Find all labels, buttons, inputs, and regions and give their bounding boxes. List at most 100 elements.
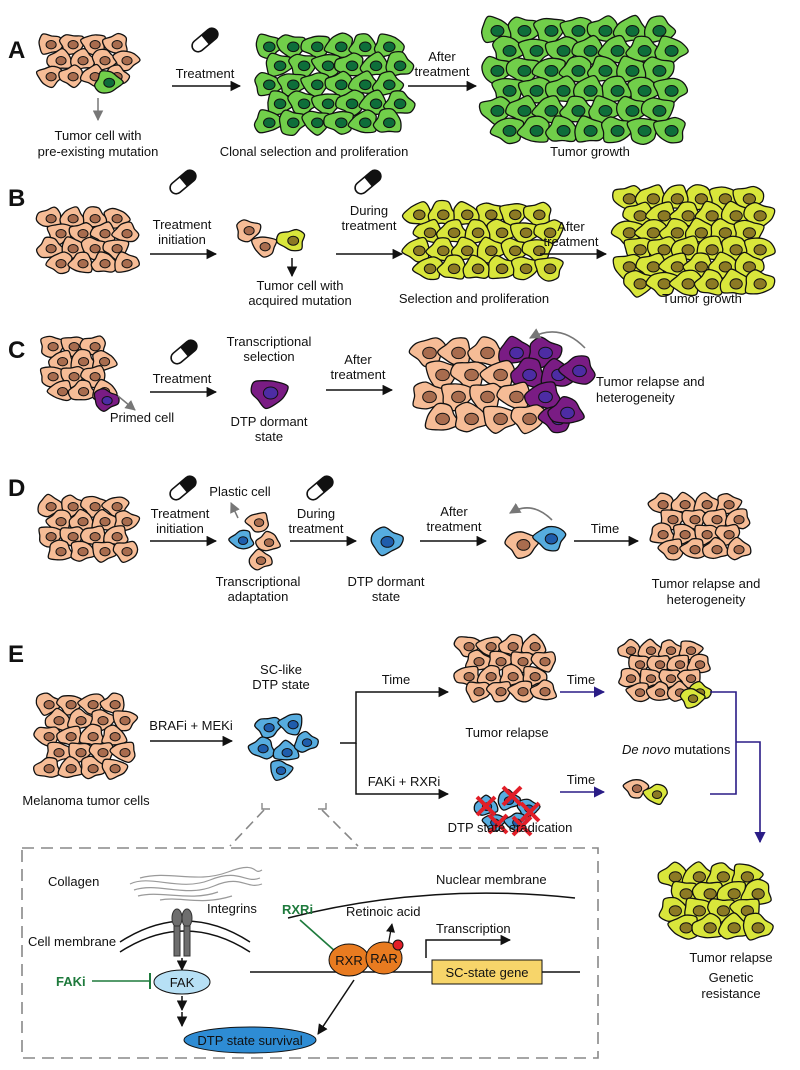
panel-letter-c: C <box>8 337 25 364</box>
cell-nucleus <box>507 642 519 652</box>
plastic-initial-cluster <box>37 493 141 564</box>
dtp-d-label-1: DTP dormant <box>347 574 424 589</box>
integrin-stalk <box>173 925 181 957</box>
dtp-plastic-cell <box>370 526 404 557</box>
cell-nucleus <box>423 263 437 275</box>
cell-nucleus <box>53 748 65 758</box>
cell-nucleus <box>657 500 669 510</box>
cell-nucleus <box>625 65 640 77</box>
branch-upper-arrow <box>340 686 450 744</box>
cell-nucleus <box>262 386 279 400</box>
cell-nucleus <box>447 263 461 275</box>
de-novo-mutations: mutations <box>670 742 730 757</box>
cell <box>547 396 585 424</box>
cell-nucleus <box>273 60 287 72</box>
cell <box>534 257 564 282</box>
cell <box>701 536 730 560</box>
cell-nucleus <box>733 545 745 555</box>
cell-nucleus <box>87 700 99 710</box>
cell-nucleus <box>538 390 553 404</box>
cell-nucleus <box>625 674 637 684</box>
arrow-b2-label-2: treatment <box>342 218 397 233</box>
cell-nucleus <box>657 244 671 256</box>
cell-nucleus <box>740 871 754 883</box>
cell-nucleus <box>670 261 684 273</box>
cell-nucleus <box>493 368 508 382</box>
eradication-cross-icon <box>511 815 533 837</box>
cell-nucleus <box>490 105 505 117</box>
panel-letter-b: B <box>8 185 25 212</box>
cell-nucleus <box>556 45 571 57</box>
cell <box>112 540 139 564</box>
cell-nucleus <box>57 357 69 367</box>
cell-nucleus <box>544 105 559 117</box>
melanoma-label: Melanoma tumor cells <box>22 793 150 808</box>
cell-nucleus <box>539 657 551 667</box>
cell-nucleus <box>369 98 383 110</box>
cell-nucleus <box>45 244 57 254</box>
cell-nucleus <box>297 60 311 72</box>
cell <box>616 55 649 83</box>
cell <box>359 51 389 76</box>
cell-nucleus <box>665 674 677 684</box>
cell-nucleus <box>598 65 613 77</box>
cell-nucleus <box>67 72 79 82</box>
cell-nucleus <box>517 687 529 697</box>
relapse-c-label-1: Tumor relapse and <box>596 374 705 389</box>
cell-nucleus <box>485 642 497 652</box>
cell-nucleus <box>103 77 116 88</box>
cell-nucleus <box>544 25 559 37</box>
cell-nucleus <box>560 406 575 420</box>
cell-nucleus <box>287 117 300 129</box>
cell-nucleus <box>694 193 708 205</box>
rxr-label: RXR <box>335 953 362 968</box>
cell <box>91 541 118 563</box>
cell-nucleus <box>451 390 466 404</box>
collagen-fiber <box>129 874 261 885</box>
cell <box>496 381 531 411</box>
cell-nucleus <box>633 278 647 290</box>
relapse-d-label-1: Tumor relapse and <box>652 576 761 591</box>
cell-nucleus <box>287 79 300 91</box>
clone-b-tumor-growth-cluster <box>610 184 776 298</box>
tumor-relapse-e-label: Tumor relapse <box>465 725 548 740</box>
cell <box>623 269 656 298</box>
cell-nucleus <box>517 657 529 667</box>
cell <box>726 536 752 561</box>
cell-nucleus <box>67 40 79 50</box>
cell <box>91 508 118 531</box>
relapse-c-label-2: heterogeneity <box>596 390 675 405</box>
cell-nucleus <box>711 515 723 525</box>
cell-nucleus <box>121 56 133 66</box>
cell-nucleus <box>383 117 396 129</box>
dtp-primed-cell <box>250 380 289 410</box>
cell-nucleus <box>556 85 571 97</box>
cell <box>293 730 319 753</box>
cell-nucleus <box>664 85 679 97</box>
transcription-arrow <box>425 934 512 958</box>
rar-node <box>365 941 403 975</box>
cell <box>347 70 379 95</box>
cell-nucleus <box>529 45 544 57</box>
zoom-line-right <box>321 809 359 847</box>
cell-nucleus <box>664 45 679 57</box>
cell-nucleus <box>435 412 450 426</box>
cell-nucleus <box>751 922 765 934</box>
cell-nucleus <box>533 245 546 257</box>
cell-nucleus <box>67 502 79 512</box>
rxri-label: RXRi <box>282 902 313 917</box>
cell-nucleus <box>625 25 640 37</box>
cell-nucleus <box>654 660 666 670</box>
clonal-selection-label: Clonal selection and proliferation <box>220 144 409 159</box>
cell-nucleus <box>544 65 559 77</box>
integrin-stalk <box>183 925 191 957</box>
cell <box>33 756 61 778</box>
cell-nucleus <box>359 79 372 91</box>
cell-nucleus <box>111 532 123 542</box>
cell-nucleus <box>625 646 637 656</box>
cell-nucleus <box>89 342 101 352</box>
cell-nucleus <box>75 716 87 726</box>
cell <box>436 254 466 280</box>
final-relapse-cluster <box>657 861 774 941</box>
